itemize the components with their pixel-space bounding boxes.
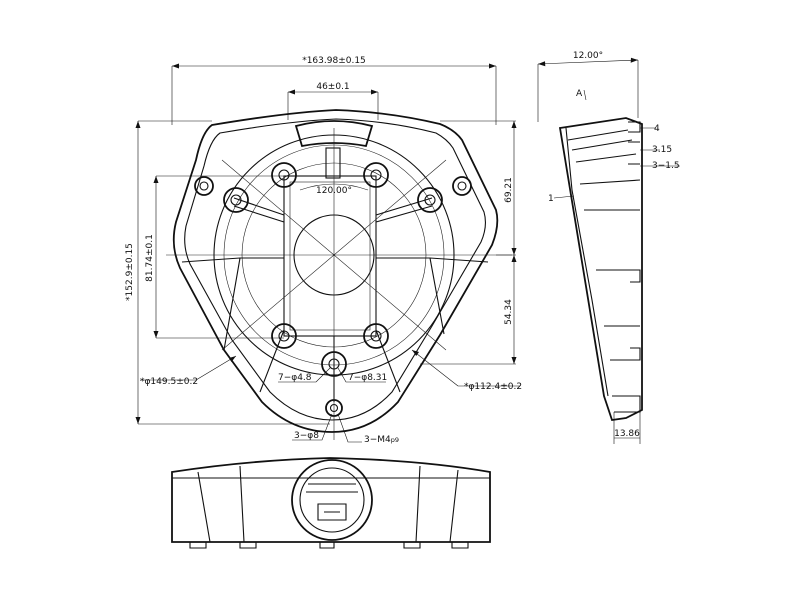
section-mark-a: A — [576, 89, 583, 99]
dim-holes-large: 7−φ8.31 — [348, 373, 387, 383]
inner-frame-inset — [289, 181, 371, 331]
dim-inner-height: 81.74±0.1 — [145, 234, 155, 282]
inner-frame — [283, 175, 377, 337]
dim-holes-3: 3−φ8 — [294, 431, 319, 441]
dim-holes-small: 7−φ4.8 — [278, 373, 312, 383]
dim-angle-center: 120.00° — [316, 186, 352, 196]
bottom-body-outline — [171, 457, 491, 543]
dim-dia-outer: *φ149.5±0.2 — [140, 377, 198, 387]
outer-body-outline — [172, 109, 499, 433]
side-body-outline — [558, 117, 643, 421]
dim-side-315b: 3−1.5 — [652, 161, 680, 171]
bottom-port-outer — [291, 459, 373, 541]
front-view — [166, 109, 512, 440]
top-slot — [325, 147, 341, 179]
angle-arc — [299, 183, 369, 191]
top-handle — [294, 120, 374, 148]
dim-hole-spacing: 46±0.1 — [316, 82, 349, 92]
rib-lines — [181, 197, 489, 402]
dim-thread-3-main: 3−M4 — [364, 435, 391, 445]
side-inner-lines — [565, 127, 641, 397]
dim-side-1: 1 — [548, 194, 554, 204]
bottom-feet — [189, 542, 469, 549]
side-steps — [614, 121, 641, 413]
inner-flange-outline — [184, 118, 487, 421]
dim-thread-3-suffix: p9 — [391, 436, 399, 444]
dim-thread-3: 3−M4p9 — [364, 435, 399, 445]
dim-side-bottom: 13.86 — [614, 429, 640, 439]
mounting-bosses — [194, 162, 472, 417]
side-view: 12.00° A 4 3.15 3−1.5 1 13.86 — [537, 51, 680, 444]
dim-side-angle: 12.00° — [573, 51, 603, 61]
dim-side-315: 3.15 — [652, 145, 672, 155]
bottom-port-inner — [299, 467, 365, 533]
dim-side-4: 4 — [654, 124, 660, 134]
bottom-body-lines — [172, 465, 490, 543]
bottom-view — [171, 457, 491, 549]
dim-upper-offset: 69.21 — [504, 177, 514, 203]
center-lines — [166, 128, 512, 440]
dim-dia-inner: *φ112.4±0.2 — [464, 382, 522, 392]
dim-overall-width: *163.98±0.15 — [302, 56, 366, 66]
bottom-port-detail — [306, 483, 358, 521]
front-dimensions: *163.98±0.15 46±0.1 *152.9±0.15 81.74±0.… — [125, 56, 522, 445]
dim-lower-offset: 54.34 — [504, 299, 514, 325]
dim-overall-height: *152.9±0.15 — [125, 243, 135, 301]
